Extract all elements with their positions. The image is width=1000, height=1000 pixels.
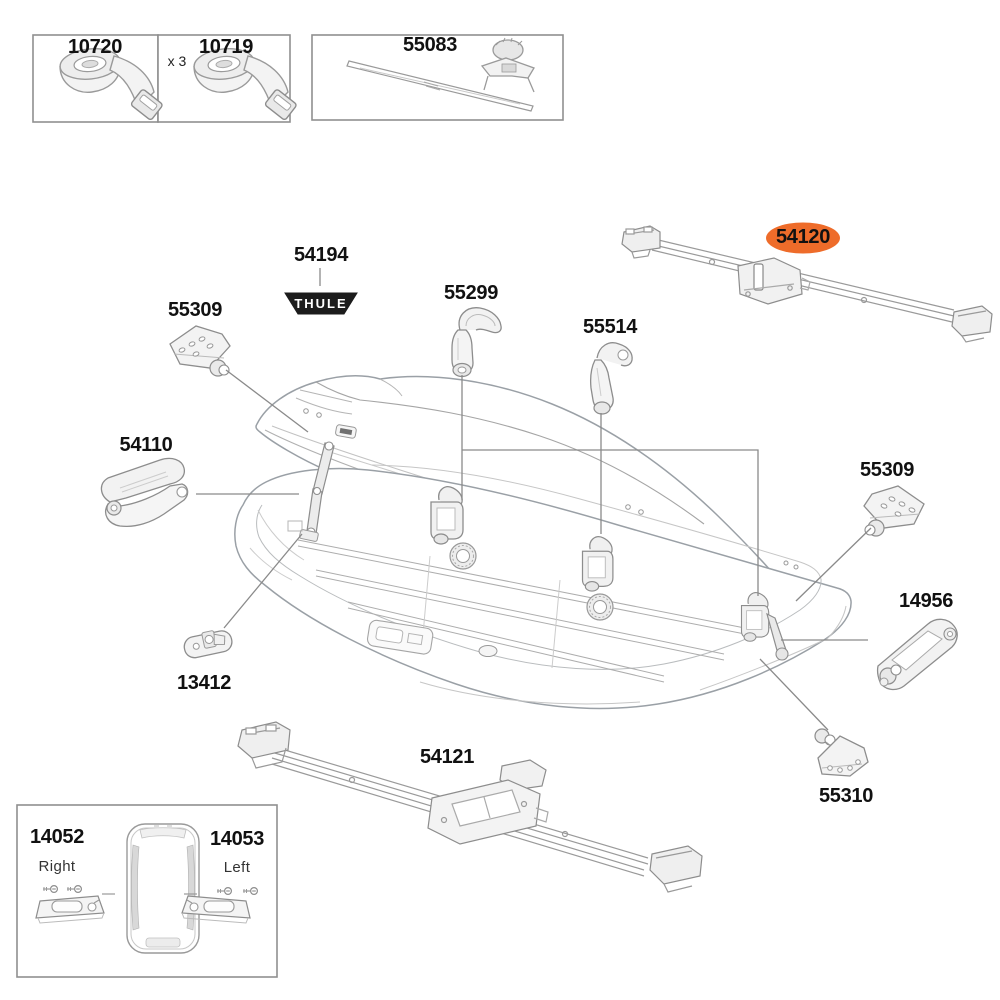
lid-strut-left: [287, 441, 335, 542]
closed-box-top-view: [126, 823, 200, 954]
bracket-55309-right-drawing: [863, 485, 925, 537]
bracket-55310-drawing: [814, 728, 869, 777]
rod-drawing: [346, 60, 534, 112]
strap-kit-box: [32, 34, 298, 123]
lid-logo-plate: [335, 424, 357, 439]
part-label-14956[interactable]: 14956: [898, 590, 954, 612]
rod-kit-box: [311, 34, 564, 121]
claw-55514-drawing: [589, 342, 633, 415]
part-label-14053[interactable]: 14053: [209, 828, 265, 850]
part-label-54194[interactable]: 54194: [293, 244, 349, 266]
part-label-55309-right[interactable]: 55309: [859, 459, 915, 481]
quantity-label: x 3: [167, 53, 187, 69]
part-label-55083[interactable]: 55083: [402, 34, 458, 56]
clamp-drawing: [480, 37, 535, 93]
selected-part-highlight[interactable]: [766, 222, 840, 254]
floor-knob: [586, 593, 614, 621]
claw-55299-drawing: [451, 307, 502, 378]
lifter-54110-drawing: [100, 457, 189, 528]
link-14956-drawing: [876, 618, 958, 691]
part-label-55299[interactable]: 55299: [443, 282, 499, 304]
base-rail-54121-drawing: [237, 721, 703, 893]
part-label-55514[interactable]: 55514: [582, 316, 638, 338]
bracket-55309-left-drawing: [169, 325, 231, 377]
part-label-54120-selected[interactable]: 54120: [775, 226, 831, 248]
part-label-10720[interactable]: 10720: [67, 36, 123, 58]
leader-lines: [196, 369, 872, 731]
roof-box-drawing: [234, 375, 852, 710]
rear-claw-and-strut: [740, 591, 789, 661]
part-label-13412[interactable]: 13412: [176, 672, 232, 694]
front-latch-recess: [366, 619, 434, 655]
thule-logo-text: THULE: [294, 296, 348, 311]
part-label-54121[interactable]: 54121: [419, 746, 475, 768]
side-label-left: Left: [223, 859, 251, 876]
floor-knob: [449, 542, 477, 570]
side-label-right: Right: [38, 858, 76, 875]
part-label-10719[interactable]: 10719: [198, 36, 254, 58]
part-label-55309-left[interactable]: 55309: [167, 299, 223, 321]
part-label-14052[interactable]: 14052: [29, 826, 85, 848]
lid-rail-54120-drawing: [621, 225, 993, 343]
part-label-55310[interactable]: 55310: [818, 785, 874, 807]
endcap-kit-box: [16, 804, 278, 978]
part-label-54110[interactable]: 54110: [119, 434, 173, 456]
plate-13412-drawing: [183, 630, 233, 659]
thule-badge: [284, 268, 358, 315]
